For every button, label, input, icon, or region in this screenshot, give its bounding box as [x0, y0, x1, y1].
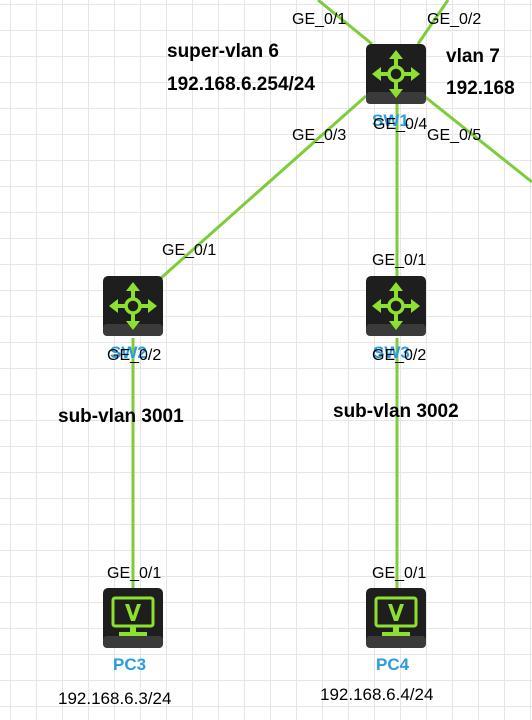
- pc3-name-label: PC3: [113, 655, 147, 674]
- sw1-port-ge05-label: GE_0/5: [427, 127, 482, 144]
- sw2-port-ge01-label: GE_0/1: [162, 242, 217, 259]
- super-vlan-ip-label: 192.168.6.254/24: [167, 74, 315, 95]
- sub-vlan-3002-label: sub-vlan 3002: [333, 401, 459, 422]
- sw1-router-switch-icon[interactable]: [366, 44, 426, 104]
- sw2-router-switch-icon[interactable]: [103, 276, 163, 336]
- sw3-router-switch-icon[interactable]: [366, 276, 426, 336]
- sw3-name-label: SW3: [373, 343, 410, 362]
- sw3-port-ge01-label: GE_0/1: [372, 252, 427, 269]
- pc4-name-label: PC4: [376, 655, 410, 674]
- sw2-name-label: SW2: [110, 343, 147, 362]
- sw1-port-ge01-label: GE_0/1: [292, 11, 347, 28]
- sw1-port-ge03-label: GE_0/3: [292, 127, 347, 144]
- sw2-port-ge02-label: GE_0/2: [107, 347, 162, 364]
- sw1-name-label: SW1: [372, 111, 409, 130]
- pc3-port-ge01-label: GE_0/1: [107, 565, 162, 582]
- link-sw1-offscreen-ge01[interactable]: [317, 0, 373, 46]
- pc4-ip-label: 192.168.6.4/24: [320, 685, 434, 704]
- pc3-ip-label: 192.168.6.3/24: [58, 689, 172, 708]
- sw1-port-ge04-label: GE_0/4: [373, 116, 428, 133]
- link-sw1-sw2[interactable]: [151, 94, 367, 288]
- sw1-port-ge02-label: GE_0/2: [427, 11, 482, 28]
- vlan7-label: vlan 7: [446, 46, 500, 67]
- pc4-port-ge01-label: GE_0/1: [372, 565, 427, 582]
- pc4-monitor-icon[interactable]: [366, 588, 426, 648]
- link-sw1-offscreen-ge02[interactable]: [416, 0, 450, 45]
- vlan7-ip-label: 192.168: [446, 78, 515, 99]
- pc3-monitor-icon[interactable]: [103, 588, 163, 648]
- sub-vlan-3001-label: sub-vlan 3001: [58, 406, 184, 427]
- link-sw1-offscreen-ge05[interactable]: [423, 94, 532, 184]
- super-vlan-label: super-vlan 6: [167, 41, 279, 62]
- sw3-port-ge02-label: GE_0/2: [372, 347, 427, 364]
